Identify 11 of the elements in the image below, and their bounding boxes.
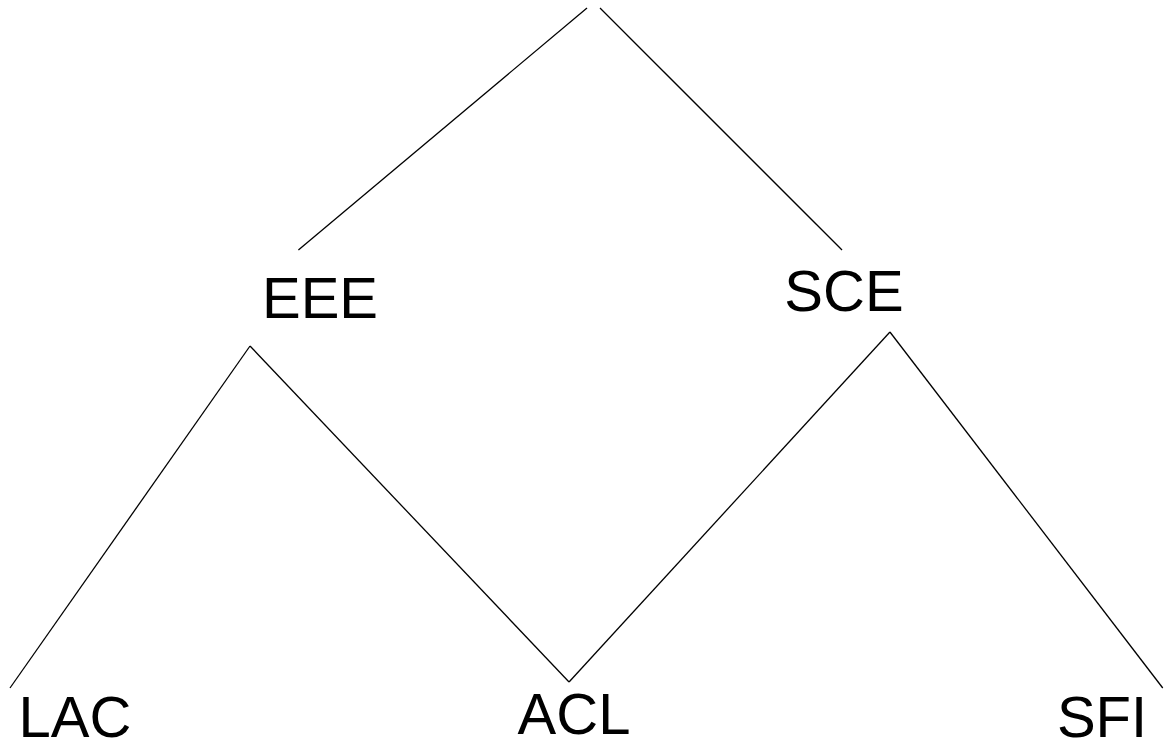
node-label: LAC xyxy=(18,687,132,745)
node-label: SCE xyxy=(784,262,904,320)
connector-line xyxy=(297,7,588,251)
connector-line xyxy=(889,331,1164,689)
node-label: ACL xyxy=(517,684,631,743)
connector-line xyxy=(249,345,570,683)
connector-line xyxy=(9,345,251,689)
node-label: EEE xyxy=(261,269,379,327)
connector-line xyxy=(568,331,891,683)
connector-line xyxy=(599,7,843,251)
node-label: SFI xyxy=(1056,687,1148,745)
